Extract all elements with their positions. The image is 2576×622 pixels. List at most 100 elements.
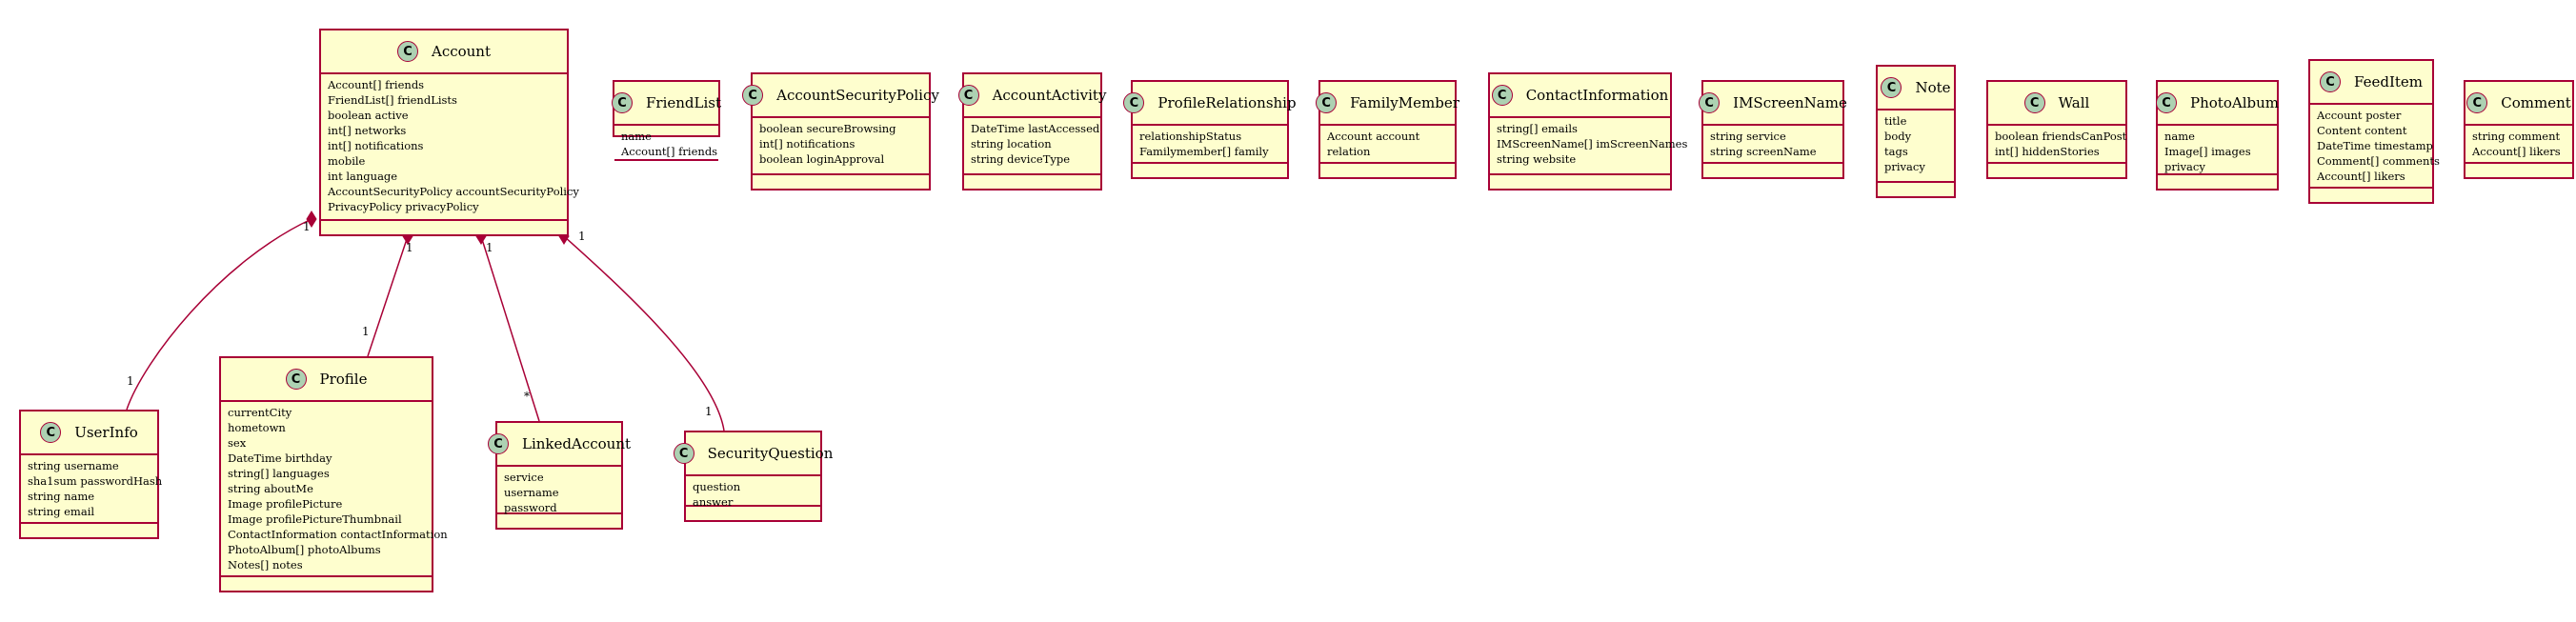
class-c-icon: C <box>2156 92 2178 113</box>
multiplicity-label: 1 <box>578 230 586 243</box>
attribute: Account[] likers <box>2472 145 2561 158</box>
attribute: tags <box>1884 145 1908 158</box>
attribute: Notes[] notes <box>228 558 303 572</box>
class-name: ProfileRelationship <box>1157 94 1297 111</box>
class-c-icon: C <box>2466 92 2488 113</box>
attribute: string location <box>971 137 1052 150</box>
class-c-icon: C <box>488 433 509 454</box>
class-methods <box>2465 164 2572 177</box>
class-name: SecurityQuestion <box>707 445 834 462</box>
attribute: service <box>504 471 544 484</box>
attribute: hometown <box>228 421 286 434</box>
composition-line <box>126 218 312 411</box>
class-methods <box>1878 183 1954 196</box>
class-attributes: boolean secureBrowsing int[] notification… <box>753 118 929 175</box>
class-c-icon: C <box>1491 85 1513 106</box>
attribute: int language <box>328 170 398 183</box>
class-c-icon: C <box>396 41 418 62</box>
class-name: Note <box>1915 79 1951 96</box>
attribute: title <box>1884 114 1907 128</box>
attribute: int[] networks <box>328 124 407 137</box>
class-name: Account <box>431 43 491 60</box>
attribute: FriendList[] friendLists <box>328 93 457 107</box>
attribute: relation <box>1327 145 1371 158</box>
attribute: privacy <box>2164 160 2205 173</box>
class-methods <box>1703 164 1842 177</box>
attribute: string comment <box>2472 130 2561 143</box>
class-c-icon: C <box>40 422 62 443</box>
class-methods <box>1320 164 1455 177</box>
composition-line <box>563 235 725 431</box>
attribute: PhotoAlbum[] photoAlbums <box>228 543 381 556</box>
attribute: Comment[] comments <box>2317 154 2440 168</box>
class-c-icon: C <box>957 85 979 106</box>
class-c-icon: C <box>1881 77 1902 98</box>
attribute: currentCity <box>228 406 292 419</box>
attribute: password <box>504 501 557 514</box>
class-methods <box>497 514 621 528</box>
attribute: question <box>693 480 741 493</box>
attribute: sha1sum passwordHash <box>28 474 163 488</box>
class-name: FeedItem <box>2354 73 2423 90</box>
class-c-icon: C <box>673 443 694 464</box>
attribute: body <box>1884 130 1912 143</box>
attribute: Image[] images <box>2164 145 2251 158</box>
attribute: DateTime lastAccessed <box>971 122 1100 135</box>
class-c-icon: C <box>1699 92 1721 113</box>
class-methods <box>2158 175 2277 189</box>
class-methods <box>753 175 929 189</box>
class-header: C UserInfo <box>21 411 157 455</box>
class-header: C Account <box>321 30 567 74</box>
attribute: Account poster <box>2317 109 2402 122</box>
attribute: int[] notifications <box>328 139 424 152</box>
attribute: int[] hiddenStories <box>1995 145 2100 158</box>
class-header: C ProfileRelationship <box>1123 82 1297 126</box>
class-header: C Note <box>1878 67 1954 110</box>
class-c-icon: C <box>612 92 633 113</box>
class-name: ContactInformation <box>1525 87 1669 104</box>
class-methods <box>1988 164 2125 177</box>
class-c-icon: C <box>285 369 307 390</box>
attribute: PrivacyPolicy privacyPolicy <box>328 200 479 213</box>
attribute: name <box>2164 130 2195 143</box>
attribute: string email <box>28 505 95 518</box>
attribute: boolean friendsCanPost <box>1995 130 2127 143</box>
attribute: boolean secureBrowsing <box>759 122 896 135</box>
attribute: Account[] likers <box>2317 170 2405 183</box>
attribute: relationshipStatus <box>1139 130 1242 143</box>
class-methods <box>614 161 718 174</box>
attribute: int[] notifications <box>759 137 855 150</box>
attribute: Content content <box>2317 124 2407 137</box>
attribute: boolean loginApproval <box>759 152 885 166</box>
attribute: string website <box>1497 152 1577 166</box>
multiplicity-label: 1 <box>406 241 413 254</box>
class-name: UserInfo <box>74 424 138 441</box>
class-c-icon: C <box>1123 92 1145 113</box>
class-header: C ContactInformation <box>1490 74 1670 118</box>
attribute: string[] emails <box>1497 122 1578 135</box>
